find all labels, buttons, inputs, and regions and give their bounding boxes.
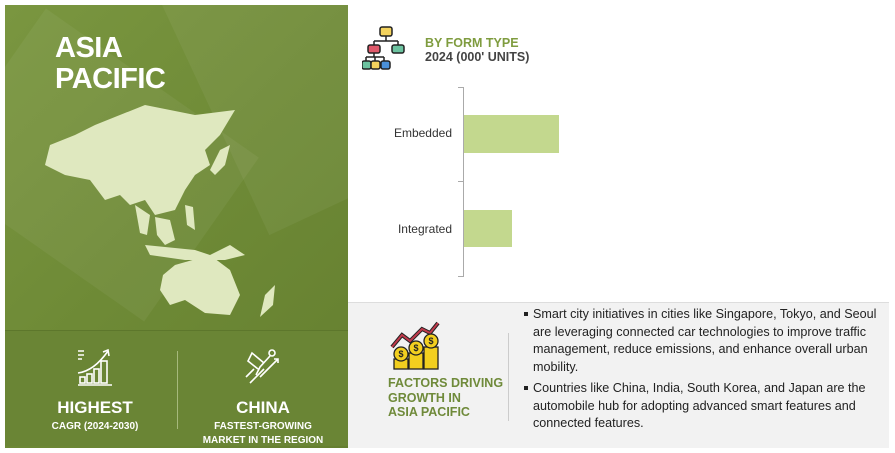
chart-subtitle: 2024 (000' UNITS): [425, 50, 530, 64]
hierarchy-icon: [362, 26, 405, 70]
money-growth-icon: $ $ $: [390, 321, 440, 370]
factors-title-line1: FACTORS DRIVING: [388, 376, 504, 390]
divider: [177, 351, 178, 429]
chart-axis: [463, 87, 464, 277]
svg-text:$: $: [428, 336, 433, 346]
factors-list: Smart city initiatives in cities like Si…: [524, 306, 884, 437]
stat-subtitle: CAGR (2024-2030): [51, 421, 139, 432]
category-label-integrated: Integrated: [397, 222, 452, 236]
growth-factors-panel: $ $ $ FACTORS DRIVING GROWTH IN ASIA PACIF…: [348, 302, 889, 448]
rocket-person-icon: [245, 349, 279, 384]
category-label-embedded: Embedded: [393, 126, 452, 140]
factor-item: Smart city initiatives in cities like Si…: [524, 306, 884, 376]
region-title-line2: PACIFIC: [55, 63, 166, 95]
stat-title: HIGHEST: [57, 398, 133, 417]
axis-tick: [458, 181, 463, 182]
chart-title: BY FORM TYPE: [425, 36, 519, 50]
region-title: ASIA PACIFIC: [55, 32, 166, 95]
axis-tick: [458, 276, 463, 277]
factors-title-line2: GROWTH IN: [388, 390, 461, 405]
stat-subtitle-line2: MARKET IN THE REGION: [202, 435, 324, 446]
form-type-chart: BY FORM TYPE 2024 (000' UNITS) Embedded …: [348, 5, 889, 302]
svg-text:$: $: [398, 349, 403, 359]
bar-embedded: [464, 115, 559, 153]
stat-highest-cagr: HIGHEST CAGR (2024-2030): [10, 347, 180, 434]
stat-subtitle-line1: FASTEST-GROWING: [214, 421, 312, 432]
svg-text:$: $: [413, 343, 418, 353]
stat-subtitle: FASTEST-GROWING MARKET IN THE REGION: [178, 420, 348, 448]
stats-strip: HIGHEST CAGR (2024-2030) CHINA FASTEST-G…: [5, 330, 348, 446]
bar-integrated: [464, 210, 513, 247]
factor-item: Countries like China, India, South Korea…: [524, 380, 884, 433]
factors-title-line3: ASIA PACIFIC: [388, 405, 470, 419]
divider: [508, 333, 509, 421]
region-title-line1: ASIA: [55, 32, 123, 64]
growth-chart-icon: [77, 348, 112, 386]
axis-tick: [458, 87, 463, 88]
stat-china: CHINA FASTEST-GROWING MARKET IN THE REGI…: [178, 347, 348, 448]
factors-title: FACTORS DRIVING GROWTH IN ASIA PACIFIC: [388, 376, 503, 420]
stat-title: CHINA: [236, 398, 290, 417]
asia-pacific-map-icon: [45, 105, 275, 317]
